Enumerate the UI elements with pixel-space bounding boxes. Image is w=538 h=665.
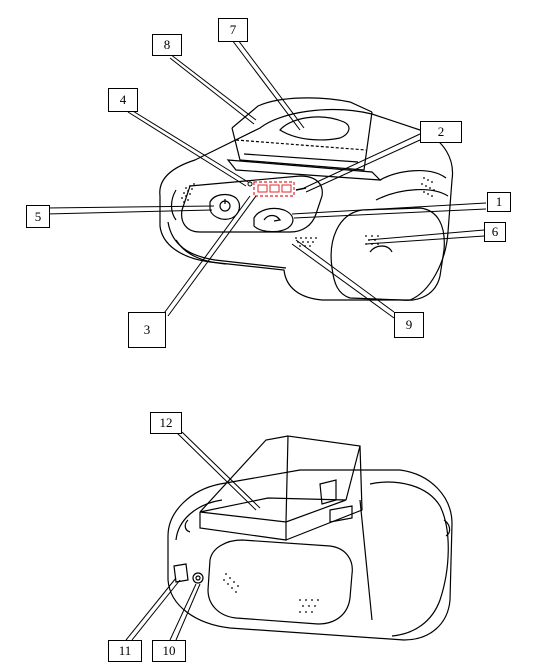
callout-10: 10	[152, 640, 186, 662]
callout-2: 2	[420, 121, 462, 143]
callout-3: 3	[128, 312, 166, 348]
left-grill-dots	[181, 183, 195, 203]
leader-1	[291, 202, 487, 215]
callout-1: 1	[487, 192, 511, 212]
led-2-icon	[269, 184, 280, 193]
callout-11: 11	[108, 640, 142, 662]
led-4-icon	[247, 181, 253, 187]
leader-11	[125, 577, 177, 641]
leader-7	[231, 39, 301, 131]
leader-lines	[45, 39, 487, 641]
printer-front-view	[159, 97, 454, 301]
callout-5: 5	[26, 205, 50, 228]
led-indicator-group	[247, 181, 307, 197]
leader-9	[291, 243, 395, 319]
callout-4: 4	[108, 88, 138, 112]
leader-2	[303, 133, 421, 189]
callout-12: 12	[150, 412, 182, 434]
rear-grill-dots	[223, 573, 319, 613]
callout-9: 9	[394, 312, 424, 338]
leader-8	[169, 53, 257, 121]
leader-5	[45, 205, 215, 209]
usb-port-outline	[173, 563, 189, 583]
led-1-icon	[257, 184, 268, 193]
leader-10	[169, 583, 197, 641]
callout-6: 6	[484, 222, 506, 242]
leader-12	[175, 431, 257, 511]
leader-3	[167, 195, 257, 317]
led-highlight-frame	[253, 181, 295, 197]
right-grill-dots	[421, 177, 435, 197]
grill-dots	[181, 177, 435, 247]
leader-4	[127, 107, 249, 183]
led-3-icon	[281, 184, 292, 193]
callout-7: 7	[218, 18, 248, 42]
leader-6	[367, 229, 485, 241]
callout-8: 8	[152, 34, 182, 56]
printer-rear-view	[167, 435, 453, 641]
